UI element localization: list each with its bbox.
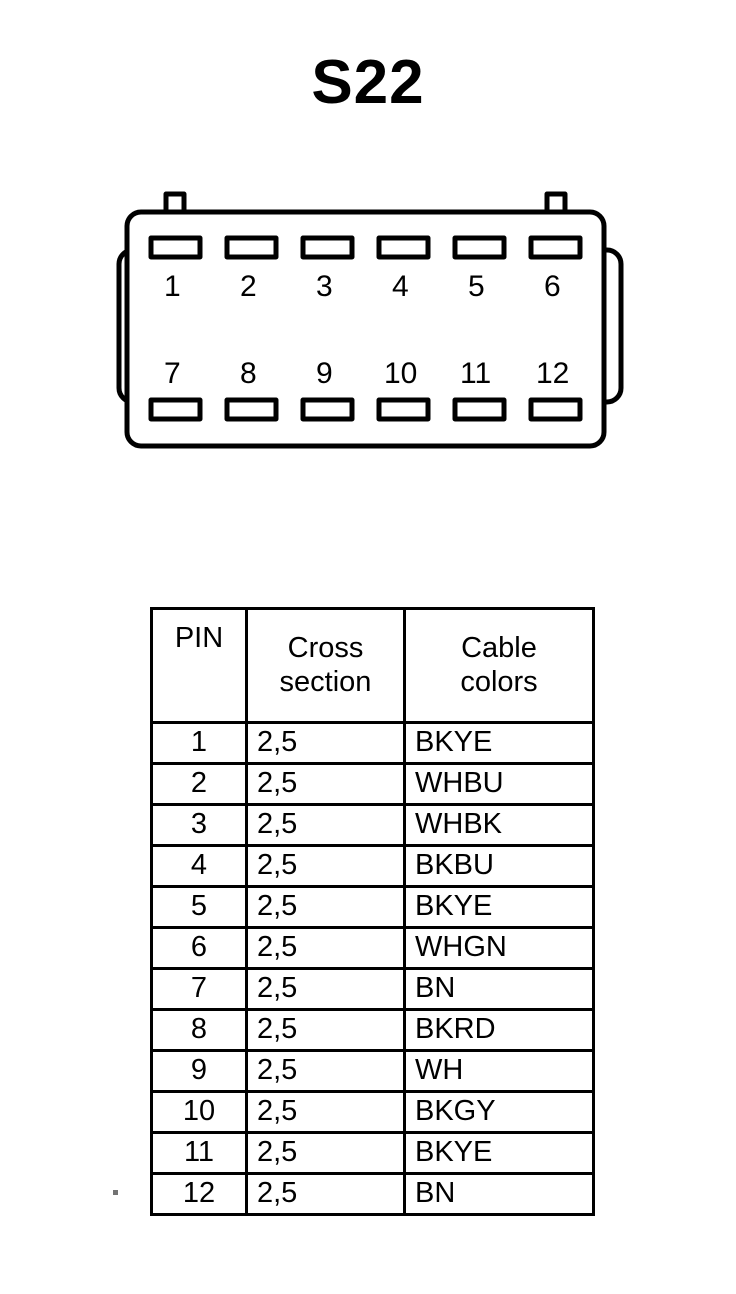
page-title: S22 [311, 48, 425, 117]
scan-artifact-speck [113, 1190, 118, 1195]
cell-pin: 1 [150, 721, 248, 765]
cell-cable-colors: BKGY [403, 1090, 595, 1134]
cell-cross-section: 2,5 [245, 1172, 406, 1216]
connector-pin-label-5: 5 [468, 270, 485, 303]
terminal-slot-8 [224, 397, 279, 422]
cell-cross-section: 2,5 [245, 1131, 406, 1175]
terminal-slot-11 [452, 397, 507, 422]
connector-diagram: 1 2 3 4 5 6 7 8 9 10 11 12 [60, 180, 680, 465]
terminal-slot-3 [300, 235, 355, 260]
column-header-cable-colors: Cable colors [403, 607, 595, 724]
cell-cable-colors: WHGN [403, 926, 595, 970]
cell-cross-section: 2,5 [245, 885, 406, 929]
terminal-slot-5 [452, 235, 507, 260]
cell-pin: 11 [150, 1131, 248, 1175]
terminal-slot-6 [528, 235, 583, 260]
connector-pin-label-12: 12 [536, 357, 569, 390]
latch-tab-left [163, 191, 187, 214]
cell-pin: 6 [150, 926, 248, 970]
cell-cross-section: 2,5 [245, 1090, 406, 1134]
column-header-cable-colors-line1: Cable [461, 632, 537, 665]
connector-pin-label-7: 7 [164, 357, 181, 390]
terminal-slot-4 [376, 235, 431, 260]
cell-pin: 4 [150, 844, 248, 888]
cell-cable-colors: WHBK [403, 803, 595, 847]
terminal-slot-7 [148, 397, 203, 422]
cell-cross-section: 2,5 [245, 844, 406, 888]
cell-cross-section: 2,5 [245, 967, 406, 1011]
connector-pin-label-3: 3 [316, 270, 333, 303]
cell-cross-section: 2,5 [245, 1049, 406, 1093]
cell-pin: 3 [150, 803, 248, 847]
connector-pin-label-9: 9 [316, 357, 333, 390]
cell-pin: 12 [150, 1172, 248, 1216]
terminal-slot-1 [148, 235, 203, 260]
cell-pin: 9 [150, 1049, 248, 1093]
cell-cross-section: 2,5 [245, 803, 406, 847]
table-header-row: PIN Cross section Cable colors [150, 607, 595, 724]
column-header-cross-section-line2: section [279, 665, 372, 698]
cell-pin: 2 [150, 762, 248, 806]
connector-pin-label-11: 11 [460, 357, 491, 390]
cell-pin: 7 [150, 967, 248, 1011]
cell-cable-colors: BKYE [403, 1131, 595, 1175]
terminal-slot-12 [528, 397, 583, 422]
connector-body [124, 209, 607, 449]
cell-cable-colors: BN [403, 967, 595, 1011]
cell-cable-colors: WH [403, 1049, 595, 1093]
cell-cross-section: 2,5 [245, 1008, 406, 1052]
cell-pin: 10 [150, 1090, 248, 1134]
connector-pin-label-10: 10 [384, 357, 417, 390]
column-header-cross-section: Cross section [245, 607, 406, 724]
column-header-cable-colors-line2: colors [460, 665, 538, 698]
connector-pin-label-2: 2 [240, 270, 257, 303]
cell-pin: 5 [150, 885, 248, 929]
connector-pin-label-8: 8 [240, 357, 257, 390]
column-header-cross-section-line1: Cross [287, 632, 364, 665]
cell-cross-section: 2,5 [245, 926, 406, 970]
right-wing-outer [547, 247, 624, 405]
connector-pin-label-4: 4 [392, 270, 409, 303]
cell-cross-section: 2,5 [245, 762, 406, 806]
cell-cable-colors: WHBU [403, 762, 595, 806]
cell-cable-colors: BKYE [403, 885, 595, 929]
connector-pin-label-6: 6 [544, 270, 561, 303]
terminal-slot-10 [376, 397, 431, 422]
terminal-slot-2 [224, 235, 279, 260]
cell-cable-colors: BKRD [403, 1008, 595, 1052]
latch-tab-right-outline [544, 191, 568, 214]
cell-pin: 8 [150, 1008, 248, 1052]
column-header-pin: PIN [150, 607, 248, 724]
cell-cross-section: 2,5 [245, 721, 406, 765]
terminal-slot-9 [300, 397, 355, 422]
cell-cable-colors: BKYE [403, 721, 595, 765]
cell-cable-colors: BKBU [403, 844, 595, 888]
connector-pin-label-1: 1 [164, 270, 181, 303]
cell-cable-colors: BN [403, 1172, 595, 1216]
